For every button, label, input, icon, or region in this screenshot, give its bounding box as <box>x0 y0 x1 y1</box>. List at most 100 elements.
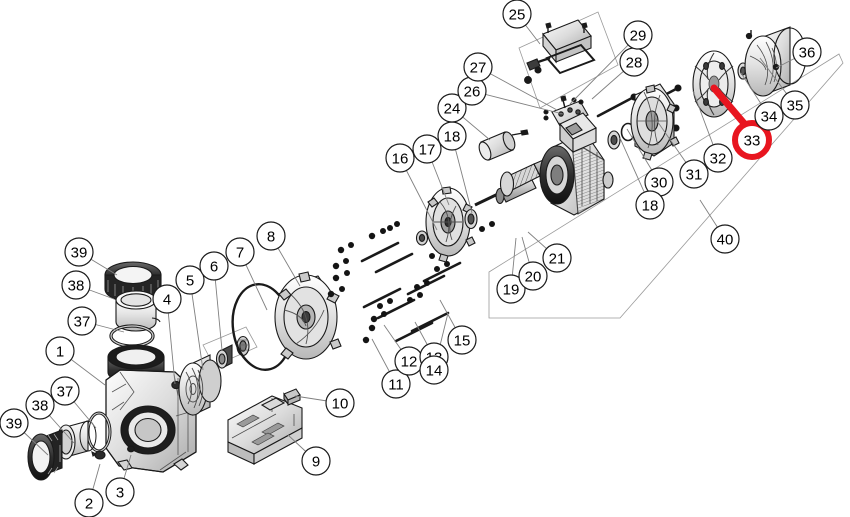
part-16-slinger-ring <box>415 230 429 246</box>
callout-circle-40[interactable] <box>710 224 740 254</box>
callout-15[interactable]: 15 <box>447 325 477 355</box>
part-1-pump-housing-body <box>105 344 197 473</box>
callout-12[interactable]: 12 <box>394 346 424 376</box>
callout-38b[interactable]: 38 <box>25 390 55 420</box>
callout-circle-34[interactable] <box>754 101 784 131</box>
callout-circle-29[interactable] <box>623 20 653 50</box>
callout-circle-8[interactable] <box>256 221 286 251</box>
callout-label-39b: 39 <box>6 416 23 433</box>
callout-circle-27[interactable] <box>463 52 493 82</box>
callout-2[interactable]: 2 <box>74 488 104 517</box>
callout-circle-6[interactable] <box>199 251 229 281</box>
callout-circle-20[interactable] <box>518 261 548 291</box>
callout-circle-37b[interactable] <box>50 376 80 406</box>
callout-28[interactable]: 28 <box>619 47 649 77</box>
callout-circle-17[interactable] <box>412 134 442 164</box>
callout-29[interactable]: 29 <box>623 20 653 50</box>
callout-37[interactable]: 37 <box>67 306 97 336</box>
callout-circle-15[interactable] <box>447 325 477 355</box>
callout-39[interactable]: 39 <box>64 237 94 267</box>
callout-21[interactable]: 21 <box>542 243 572 273</box>
callout-circle-9[interactable] <box>301 446 331 476</box>
callout-30[interactable]: 30 <box>644 167 674 197</box>
callout-circle-33[interactable] <box>732 120 772 160</box>
callout-circle-38[interactable] <box>61 270 91 300</box>
callout-14[interactable]: 14 <box>419 355 449 385</box>
callout-32[interactable]: 32 <box>703 143 733 173</box>
leader-line-26 <box>471 90 564 115</box>
part-30-bearing <box>607 130 621 150</box>
callout-8[interactable]: 8 <box>256 221 286 251</box>
callout-label-36: 36 <box>799 45 816 62</box>
callout-33[interactable]: 33 <box>732 120 772 160</box>
callout-circle-14[interactable] <box>419 355 449 385</box>
callout-6[interactable]: 6 <box>199 251 229 281</box>
callout-19[interactable]: 19 <box>496 274 526 304</box>
callout-38[interactable]: 38 <box>61 270 91 300</box>
callout-label-9: 9 <box>312 454 320 471</box>
callout-circle-32[interactable] <box>703 143 733 173</box>
callout-circle-3[interactable] <box>105 477 135 507</box>
callout-24[interactable]: 24 <box>437 93 467 123</box>
callout-5[interactable]: 5 <box>175 265 205 295</box>
callout-circle-1[interactable] <box>45 336 75 366</box>
callout-label-11: 11 <box>388 377 404 394</box>
callout-37b[interactable]: 37 <box>50 376 80 406</box>
callout-label-18b: 18 <box>642 198 659 215</box>
callout-label-7: 7 <box>236 245 244 262</box>
callout-label-21: 21 <box>549 251 566 268</box>
callout-20[interactable]: 20 <box>518 261 548 291</box>
callout-circle-38b[interactable] <box>25 390 55 420</box>
callout-circle-24[interactable] <box>437 93 467 123</box>
callout-10[interactable]: 10 <box>325 388 355 418</box>
callout-36[interactable]: 36 <box>792 37 822 67</box>
callout-27[interactable]: 27 <box>463 52 493 82</box>
callout-7[interactable]: 7 <box>225 237 255 267</box>
callout-25[interactable]: 25 <box>502 0 532 29</box>
callout-circle-5[interactable] <box>175 265 205 295</box>
part-25-cover-plate <box>542 19 592 64</box>
callout-1[interactable]: 1 <box>45 336 75 366</box>
callout-label-35: 35 <box>787 98 804 115</box>
callout-circle-10[interactable] <box>325 388 355 418</box>
callout-circle-36[interactable] <box>792 37 822 67</box>
callout-circle-35[interactable] <box>780 90 810 120</box>
callout-circle-39b[interactable] <box>0 408 29 438</box>
callout-circle-25[interactable] <box>502 0 532 29</box>
callout-31[interactable]: 31 <box>679 159 709 189</box>
seal-half-rotating <box>215 344 233 369</box>
callout-34[interactable]: 34 <box>754 101 784 131</box>
callout-4[interactable]: 4 <box>152 284 182 314</box>
callout-circle-7[interactable] <box>225 237 255 267</box>
callout-circle-19[interactable] <box>496 274 526 304</box>
callout-39b[interactable]: 39 <box>0 408 29 438</box>
callout-label-34: 34 <box>761 109 778 126</box>
callout-9[interactable]: 9 <box>301 446 331 476</box>
part-18-shaft-seal <box>464 208 478 230</box>
callout-16[interactable]: 16 <box>385 143 415 173</box>
callout-circle-18b[interactable] <box>635 190 665 220</box>
callout-label-37: 37 <box>74 314 91 331</box>
callout-35[interactable]: 35 <box>780 90 810 120</box>
part-32-end-bracket <box>630 83 680 161</box>
callout-40[interactable]: 40 <box>710 224 740 254</box>
part-8-diffuser <box>274 271 342 360</box>
callout-circle-2[interactable] <box>74 488 104 517</box>
callout-11[interactable]: 11 <box>381 369 411 399</box>
callout-3[interactable]: 3 <box>105 477 135 507</box>
callout-circle-16[interactable] <box>385 143 415 173</box>
callout-18[interactable]: 18 <box>437 121 467 151</box>
callout-circle-21[interactable] <box>542 243 572 273</box>
callout-circle-11[interactable] <box>381 369 411 399</box>
callout-label-3: 3 <box>116 485 124 502</box>
callout-17[interactable]: 17 <box>412 134 442 164</box>
callout-circle-4[interactable] <box>152 284 182 314</box>
callout-circle-37[interactable] <box>67 306 97 336</box>
callout-circle-39[interactable] <box>64 237 94 267</box>
part-10-clip <box>283 388 301 406</box>
callout-label-5: 5 <box>186 273 194 290</box>
highlight-leader-33 <box>710 84 752 132</box>
callout-18b[interactable]: 18 <box>635 190 665 220</box>
callout-26[interactable]: 26 <box>457 76 487 106</box>
callout-circle-31[interactable] <box>679 159 709 189</box>
